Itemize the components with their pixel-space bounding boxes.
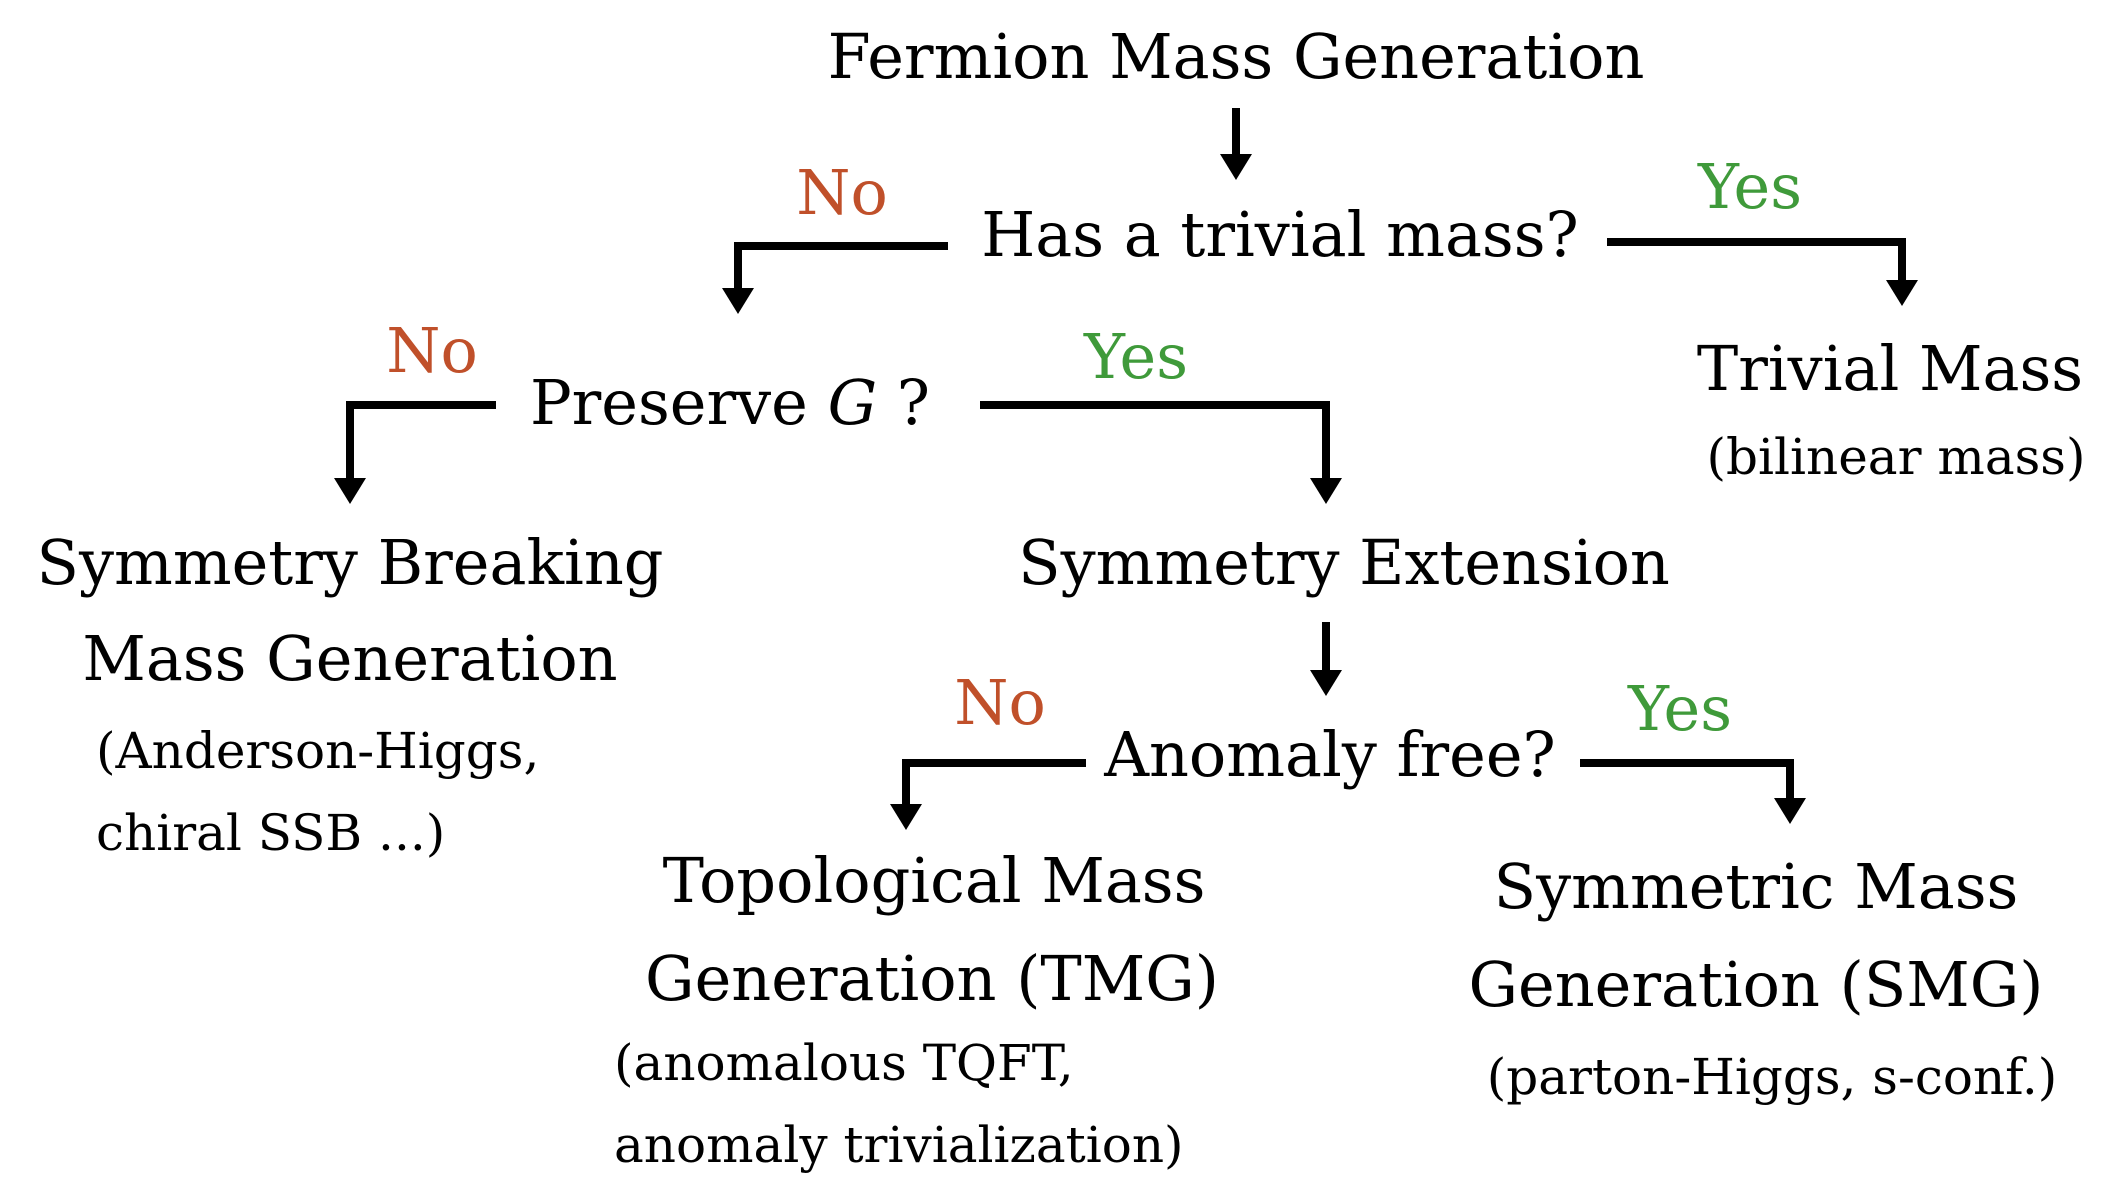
arrowhead-preserve-yes-branch (1310, 478, 1342, 504)
arrow-anomaly-no-branch (902, 759, 1086, 806)
symmetry-extension-title: Symmetry Extension (1018, 526, 1670, 599)
anomaly-question-yes-label: Yes (1627, 672, 1732, 745)
tmg-title-line1: Topological Mass (663, 844, 1206, 917)
smg-note-line1: (parton-Higgs, s-conf.) (1487, 1048, 2058, 1106)
preserve-question-suffix: ? (877, 366, 930, 439)
preserve-symmetry-question: Preserve G ? (530, 366, 930, 439)
arrowhead-trivial-no-branch (722, 288, 754, 314)
arrowhead-trivial-yes-branch (1886, 280, 1918, 306)
arrow-trivial-yes-branch (1607, 238, 1906, 282)
arrow-preserve-no-branch (346, 401, 496, 480)
arrow-trivial-no-branch (734, 242, 948, 290)
preserve-question-no-label: No (386, 314, 478, 387)
arrowhead-preserve-no-branch (334, 478, 366, 504)
arrow-preserve-yes-branch (980, 401, 1330, 480)
symmetry-breaking-note-line2: chiral SSB ...) (96, 804, 445, 862)
arrowhead-root-to-trivial-question (1220, 154, 1252, 180)
smg-title-line1: Symmetric Mass (1494, 850, 2019, 923)
smg-title-line2: Generation (SMG) (1468, 948, 2043, 1021)
preserve-question-yes-label: Yes (1083, 320, 1188, 393)
symmetry-breaking-note-line1: (Anderson-Higgs, (96, 722, 539, 780)
arrowhead-extension-to-anomaly-question (1310, 670, 1342, 696)
tmg-title-line2: Generation (TMG) (645, 942, 1219, 1015)
arrowhead-anomaly-yes-branch (1774, 798, 1806, 824)
arrow-anomaly-yes-branch (1580, 759, 1794, 800)
trivial-question-yes-label: Yes (1697, 150, 1802, 223)
anomaly-question-no-label: No (954, 666, 1046, 739)
anomaly-free-question: Anomaly free? (1103, 718, 1556, 791)
trivial-mass-title: Trivial Mass (1697, 332, 2083, 405)
preserve-question-prefix: Preserve (530, 366, 828, 439)
trivial-mass-note: (bilinear mass) (1707, 428, 2086, 486)
root-node-title: Fermion Mass Generation (828, 20, 1645, 93)
symmetry-breaking-title-line2: Mass Generation (82, 622, 617, 695)
tmg-note-line2: anomaly trivialization) (614, 1116, 1184, 1174)
arrowhead-anomaly-no-branch (890, 804, 922, 830)
trivial-question-no-label: No (796, 156, 888, 229)
preserve-question-symbol: G (828, 366, 878, 439)
symmetry-breaking-title-line1: Symmetry Breaking (37, 526, 664, 599)
trivial-mass-question: Has a trivial mass? (981, 198, 1579, 271)
tmg-note-line1: (anomalous TQFT, (614, 1034, 1074, 1092)
